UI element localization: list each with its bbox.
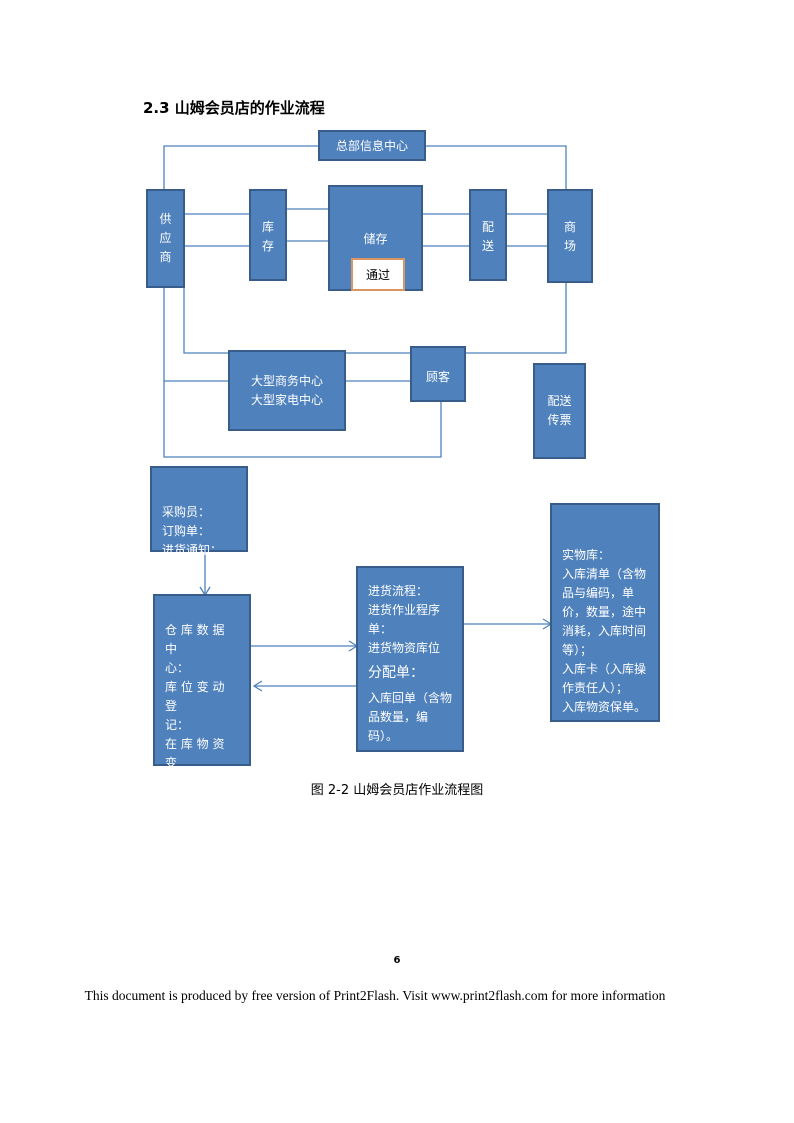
inbound-process-text-b: 分配单： xyxy=(368,665,424,681)
market-label-char: 场 xyxy=(563,239,576,253)
inventory-label-char: 存 xyxy=(261,239,274,253)
delivery-box: 配 送 xyxy=(469,189,507,281)
connector-supplier-business xyxy=(163,287,229,382)
connector-supplier-customer xyxy=(183,287,411,354)
hq-info-center-box: 总部信息中心 xyxy=(318,130,426,161)
storage-label: 储存 xyxy=(363,232,388,246)
business-center-label: 大型商务中心 大型家电中心 xyxy=(250,373,323,407)
supplier-label-char: 供 xyxy=(159,212,172,226)
customer-box: 顾客 xyxy=(410,346,466,402)
delivery-label-char: 送 xyxy=(481,239,494,253)
physical-store-box: 实物库： 入库清单（含物 品与编码，单 价，数量，途中 消耗，入库时间 等）； … xyxy=(550,503,660,722)
page-number: 6 xyxy=(393,955,401,966)
purchaser-text: 采购员： 订购单： 进货通知： xyxy=(162,505,223,557)
connector-hq-market xyxy=(426,145,567,190)
figure-caption: 图 2-2 山姆会员店作业流程图 xyxy=(310,783,484,798)
supplier-box: 供 应 商 xyxy=(146,189,185,288)
warehouse-data-text: 仓 库 数 据 中 心： 库 位 变 动 登 记： 在 库 物 资 变 动登记：… xyxy=(165,623,238,846)
market-label-char: 商 xyxy=(563,220,576,234)
customer-label: 顾客 xyxy=(425,370,450,384)
delivery-ticket-box: 配送 传票 xyxy=(533,363,586,459)
connector-market-customer xyxy=(465,282,567,354)
pass-box: 通过 xyxy=(351,258,405,291)
inventory-label-char: 库 xyxy=(261,220,274,234)
supplier-label-char: 应 xyxy=(159,231,172,245)
storage-box: 储存 通过 xyxy=(328,185,423,291)
arrowhead-left xyxy=(252,680,263,692)
delivery-ticket-label: 配送 传票 xyxy=(547,394,572,427)
inbound-process-box: 进货流程： 进货作业程序 单： 进货物资库位 分配单： 入库回单（含物 品数量，… xyxy=(356,566,464,752)
footer-notice: This document is produced by free versio… xyxy=(84,988,666,1003)
inbound-process-text-c: 入库回单（含物 品数量，编码）。 xyxy=(368,691,453,743)
hq-info-center-label: 总部信息中心 xyxy=(335,139,408,153)
purchaser-box: 采购员： 订购单： 进货通知： xyxy=(150,466,248,557)
market-box: 商 场 xyxy=(547,189,593,283)
warehouse-data-box: 仓 库 数 据 中 心： 库 位 变 动 登 记： 在 库 物 资 变 动登记：… xyxy=(153,594,251,846)
physical-store-text: 实物库： 入库清单（含物 品与编码，单 价，数量，途中 消耗，入库时间 等）； … xyxy=(562,548,647,714)
inbound-process-text-a: 进货流程： 进货作业程序 单： 进货物资库位 xyxy=(368,584,441,655)
pass-label: 通过 xyxy=(365,268,390,282)
business-center-box: 大型商务中心 大型家电中心 xyxy=(228,350,346,431)
supplier-label-char: 商 xyxy=(159,250,172,264)
connector-hq-supplier xyxy=(163,145,318,190)
section-heading: 2.3 山姆会员店的作业流程 xyxy=(143,99,325,117)
delivery-label-char: 配 xyxy=(481,220,494,234)
inventory-box: 库 存 xyxy=(249,189,287,281)
